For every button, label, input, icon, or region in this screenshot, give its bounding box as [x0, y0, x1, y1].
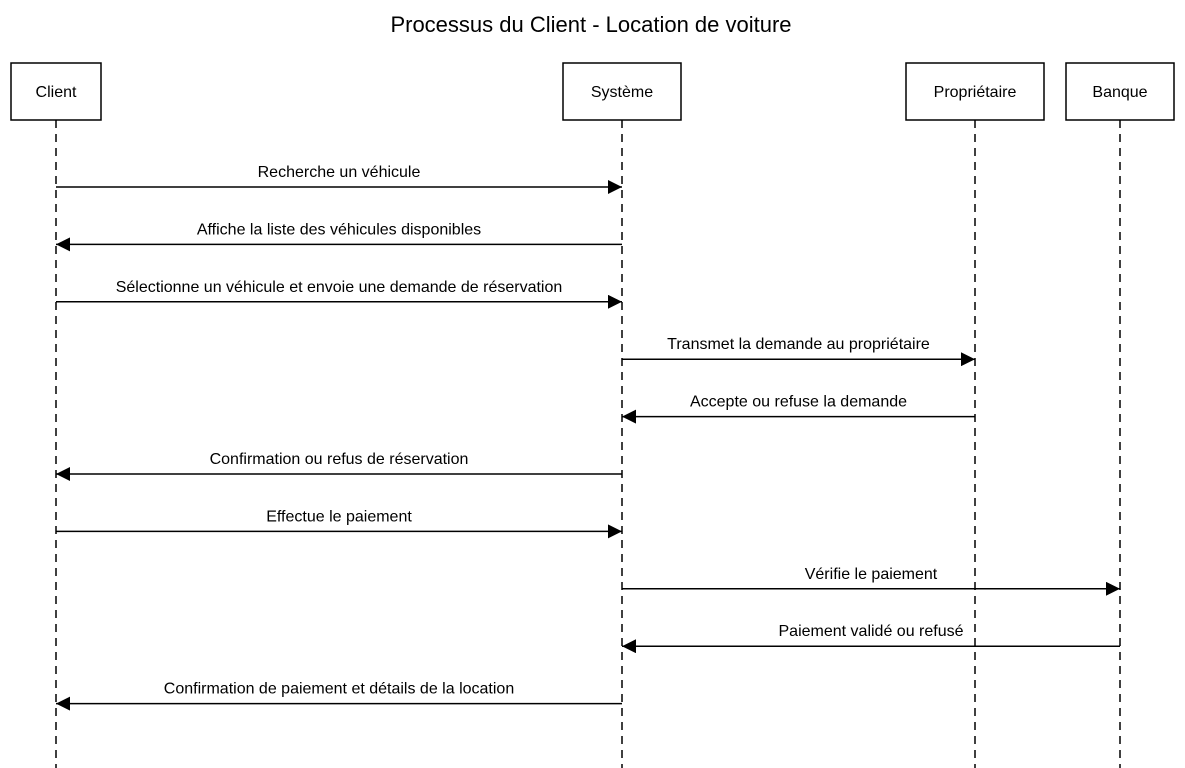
message-label: Accepte ou refuse la demande	[690, 394, 907, 411]
actor-label-proprietaire: Propriétaire	[934, 84, 1017, 101]
message-9: Paiement validé ou refusé	[622, 623, 1120, 654]
message-10: Confirmation de paiement et détails de l…	[56, 681, 622, 711]
message-label: Transmet la demande au propriétaire	[667, 336, 930, 353]
message-label: Paiement validé ou refusé	[779, 623, 964, 640]
actor-label-banque: Banque	[1092, 84, 1147, 101]
message-5: Accepte ou refuse la demande	[622, 394, 975, 424]
message-3: Sélectionne un véhicule et envoie une de…	[56, 279, 622, 309]
message-label: Confirmation de paiement et détails de l…	[164, 681, 514, 698]
message-4: Transmet la demande au propriétaire	[622, 336, 975, 367]
message-label: Affiche la liste des véhicules disponibl…	[197, 221, 481, 238]
message-label: Effectue le paiement	[266, 508, 412, 525]
diagram-title: Processus du Client - Location de voitur…	[390, 12, 791, 37]
actor-box-banque	[1065, 62, 1175, 121]
actor-box-proprietaire	[905, 62, 1045, 121]
actor-proprietaire: Propriétaire	[905, 62, 1045, 121]
actor-box-systeme	[562, 62, 682, 121]
actor-banque: Banque	[1065, 62, 1175, 121]
lifelines-layer	[55, 120, 1121, 768]
message-2: Affiche la liste des véhicules disponibl…	[56, 221, 622, 252]
actor-systeme: Système	[562, 62, 682, 121]
actor-label-client: Client	[36, 84, 77, 101]
message-6: Confirmation ou refus de réservation	[56, 451, 622, 481]
actors-layer: Client Système Propriétaire Banque	[10, 62, 1175, 121]
actor-client: Client	[10, 62, 102, 121]
actor-box-client	[10, 62, 102, 121]
message-label: Recherche un véhicule	[258, 164, 421, 181]
message-1: Recherche un véhicule	[56, 164, 622, 194]
actor-label-systeme: Système	[591, 84, 653, 101]
message-label: Confirmation ou refus de réservation	[210, 451, 469, 468]
message-8: Vérifie le paiement	[622, 566, 1120, 596]
message-7: Effectue le paiement	[56, 508, 622, 539]
message-label: Vérifie le paiement	[805, 566, 938, 583]
message-label: Sélectionne un véhicule et envoie une de…	[116, 279, 563, 296]
